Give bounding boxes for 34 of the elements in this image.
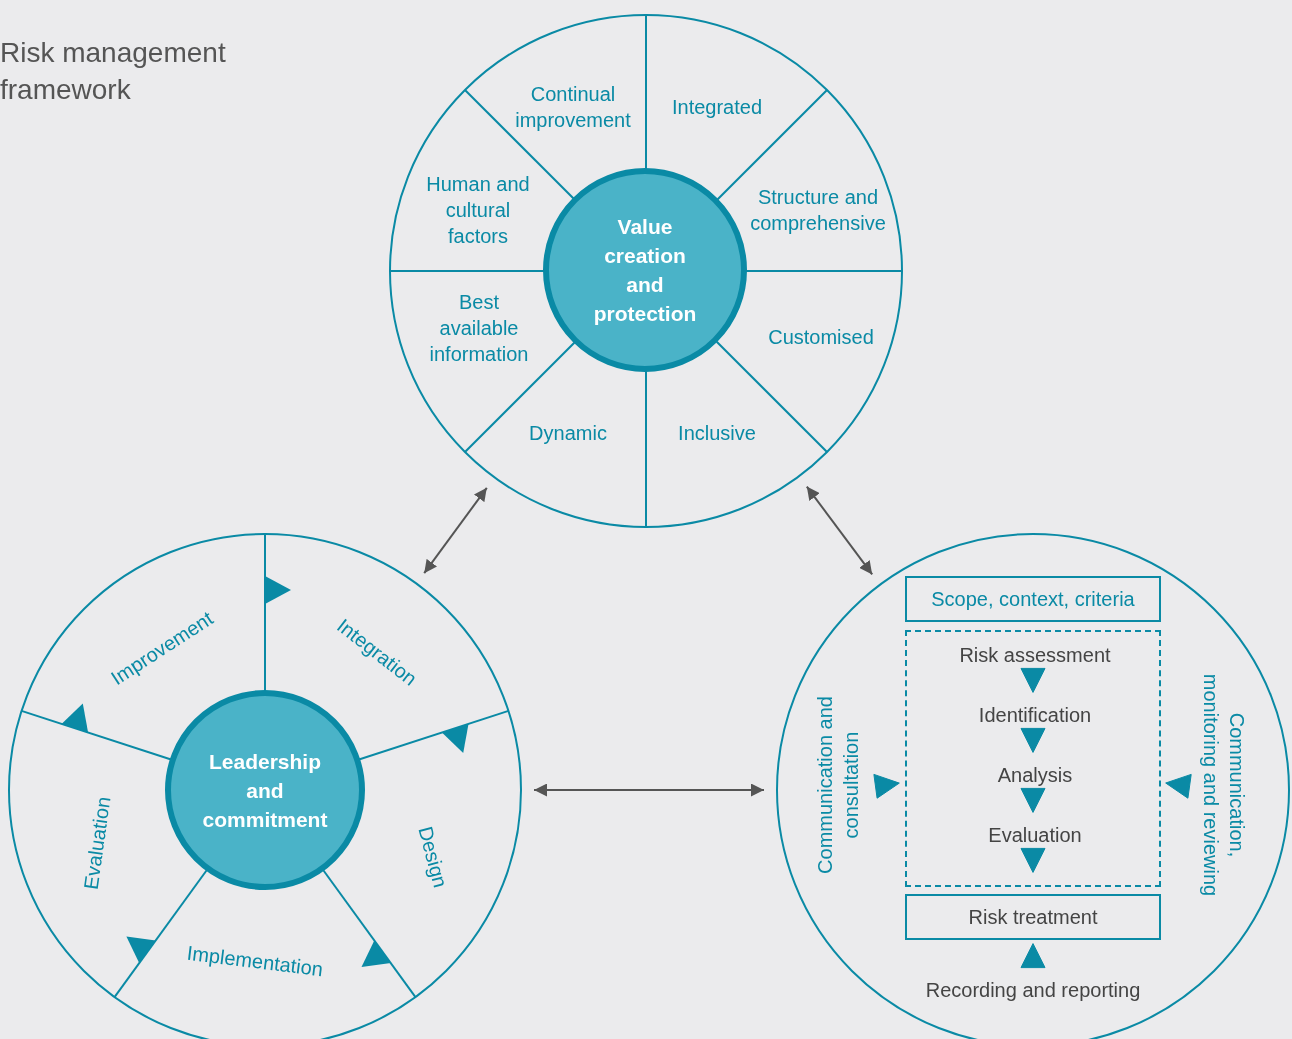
center-circle: Value creation and protection [543,168,747,372]
wheel-label: Design [408,810,458,904]
wheel-label: Implementation [174,938,336,984]
framework-wheel [8,533,522,1039]
wheel-label: Continual improvement [498,81,648,133]
wheel-label: Recording and reporting [903,977,1163,1003]
wheel-label: Inclusive [662,420,772,446]
wheel-label: Customised [756,324,886,350]
direction-triangle [1020,727,1046,753]
wheel-label: Identification [935,702,1135,728]
process-box: Risk treatment [905,894,1161,940]
process-box: Scope, context, criteria [905,576,1161,622]
wheel-label: Integrated [657,94,777,120]
diagram-title: Risk management framework [0,36,227,107]
wheel-label: Human and cultural factors [418,171,538,249]
wheel-label: Best available information [419,289,539,367]
wheel-label: Risk assessment [935,642,1135,668]
direction-triangle [1020,667,1046,693]
double-arrow [533,783,765,797]
wheel-label: Evaluation [935,822,1135,848]
wheel-label: Communication and consultation [812,680,864,890]
wheel-label: Dynamic [513,420,623,446]
wheel-label: Analysis [935,762,1135,788]
direction-triangle [1165,773,1192,799]
center-circle: Leadership and commitment [165,690,365,890]
double-arrow [423,486,488,575]
direction-triangle [873,773,900,799]
principles-wheel [389,14,903,528]
wheel-label: Evaluation [75,781,119,905]
direction-triangle [1020,787,1046,813]
double-arrow [805,485,874,576]
direction-triangle [1020,943,1046,969]
direction-triangle [1020,847,1046,873]
wheel-label: Communication, monitoring and reviewing [1198,671,1250,899]
